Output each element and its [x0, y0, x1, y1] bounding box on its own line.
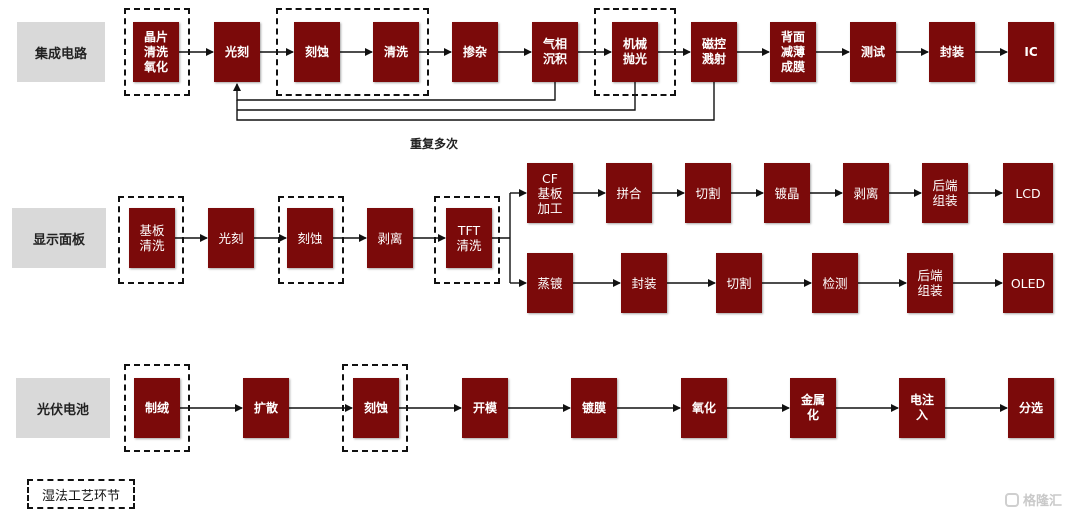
ic-wet-highlight-2	[276, 8, 429, 96]
ic-step-9: 背面 减薄 成膜	[770, 22, 816, 82]
solar-step-3: 刻蚀	[353, 378, 399, 438]
oled-step-2: 封装	[621, 253, 667, 313]
lcd-step-5: 剥离	[843, 163, 889, 223]
solar-wet-highlight-1	[124, 364, 190, 452]
lcd-step-1: CF 基板 加工	[527, 163, 573, 223]
ic-step-1: 晶片 清洗 氧化	[133, 22, 179, 82]
solar-step-9: 分选	[1008, 378, 1054, 438]
category-ic: 集成电路	[17, 22, 105, 82]
ic-step-10: 测试	[850, 22, 896, 82]
solar-step-2: 扩散	[243, 378, 289, 438]
display-step-3: 刻蚀	[287, 208, 333, 268]
ic-wet-highlight-1	[124, 8, 190, 96]
ic-loop-line	[236, 82, 715, 121]
ic-step-6: 气相 沉积	[532, 22, 578, 82]
ic-step-2: 光刻	[214, 22, 260, 82]
ic-wet-highlight-3	[594, 8, 676, 96]
display-wet-highlight-2	[278, 196, 344, 284]
lcd-step-6: 后端 组装	[922, 163, 968, 223]
solar-step-6: 氧化	[681, 378, 727, 438]
watermark-logo-icon	[1005, 492, 1019, 507]
ic-step-8: 磁控 溅射	[691, 22, 737, 82]
category-display: 显示面板	[12, 208, 106, 268]
ic-step-4: 清洗	[373, 22, 419, 82]
solar-step-7: 金属 化	[790, 378, 836, 438]
display-step-2: 光刻	[208, 208, 254, 268]
display-wet-highlight-1	[118, 196, 184, 284]
oled-step-6: OLED	[1003, 253, 1053, 313]
solar-step-8: 电注 入	[899, 378, 945, 438]
repeat-note: 重复多次	[410, 137, 459, 151]
oled-step-4: 检测	[812, 253, 858, 313]
ic-step-12: IC	[1008, 22, 1054, 82]
display-step-1: 基板 清洗	[129, 208, 175, 268]
ic-step-11: 封装	[929, 22, 975, 82]
display-step-4: 剥离	[367, 208, 413, 268]
lcd-step-3: 切割	[685, 163, 731, 223]
oled-step-5: 后端 组装	[907, 253, 953, 313]
display-wet-highlight-3	[434, 196, 500, 284]
oled-step-1: 蒸镀	[527, 253, 573, 313]
watermark: 格隆汇	[1005, 490, 1062, 509]
lcd-step-2: 拼合	[606, 163, 652, 223]
ic-step-5: 掺杂	[452, 22, 498, 82]
ic-loop-line	[237, 82, 636, 111]
solar-step-4: 开模	[462, 378, 508, 438]
solar-wet-highlight-2	[342, 364, 408, 452]
solar-step-5: 镀膜	[571, 378, 617, 438]
lcd-step-4: 镀晶	[764, 163, 810, 223]
display-step-5: TFT 清洗	[446, 208, 492, 268]
solar-step-1: 制绒	[134, 378, 180, 438]
oled-step-3: 切割	[716, 253, 762, 313]
category-solar: 光伏电池	[16, 378, 110, 438]
ic-step-3: 刻蚀	[294, 22, 340, 82]
watermark-text: 格隆汇	[1023, 494, 1063, 509]
ic-loop-arrow	[233, 82, 556, 101]
legend-wet-process: 湿法工艺环节	[27, 479, 135, 509]
ic-step-7: 机械 抛光	[612, 22, 658, 82]
lcd-step-7: LCD	[1003, 163, 1053, 223]
